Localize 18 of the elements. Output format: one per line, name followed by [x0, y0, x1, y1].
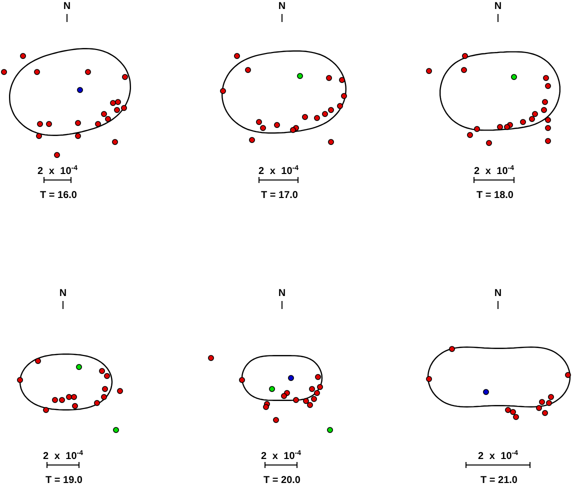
- time-label: T = 18.0: [476, 190, 514, 201]
- scale-label: 2 x 10$^{-4}$: [258, 166, 299, 177]
- scale-label: 2 x 10$^{-4}$: [474, 166, 514, 177]
- scale-label: 2 x 10$^{-4}$: [42, 451, 84, 462]
- north-label: N: [63, 1, 71, 12]
- north-label: N: [494, 1, 502, 12]
- time-label: T = 20.0: [264, 475, 300, 486]
- time-label: T = 17.0: [261, 190, 298, 201]
- scale-label: 2 x 10$^{-4}$: [37, 166, 78, 177]
- time-label: T = 16.0: [40, 190, 77, 201]
- north-label: N: [59, 288, 67, 299]
- north-label: N: [494, 288, 502, 299]
- time-label: T = 21.0: [480, 475, 518, 486]
- scale-label: 2 x 10$^{-4}$: [260, 451, 302, 462]
- time-label: T = 19.0: [46, 475, 82, 486]
- scale-label: 2 x 10$^{-4}$: [478, 451, 518, 462]
- north-label: N: [278, 1, 286, 12]
- north-label: N: [278, 288, 286, 299]
